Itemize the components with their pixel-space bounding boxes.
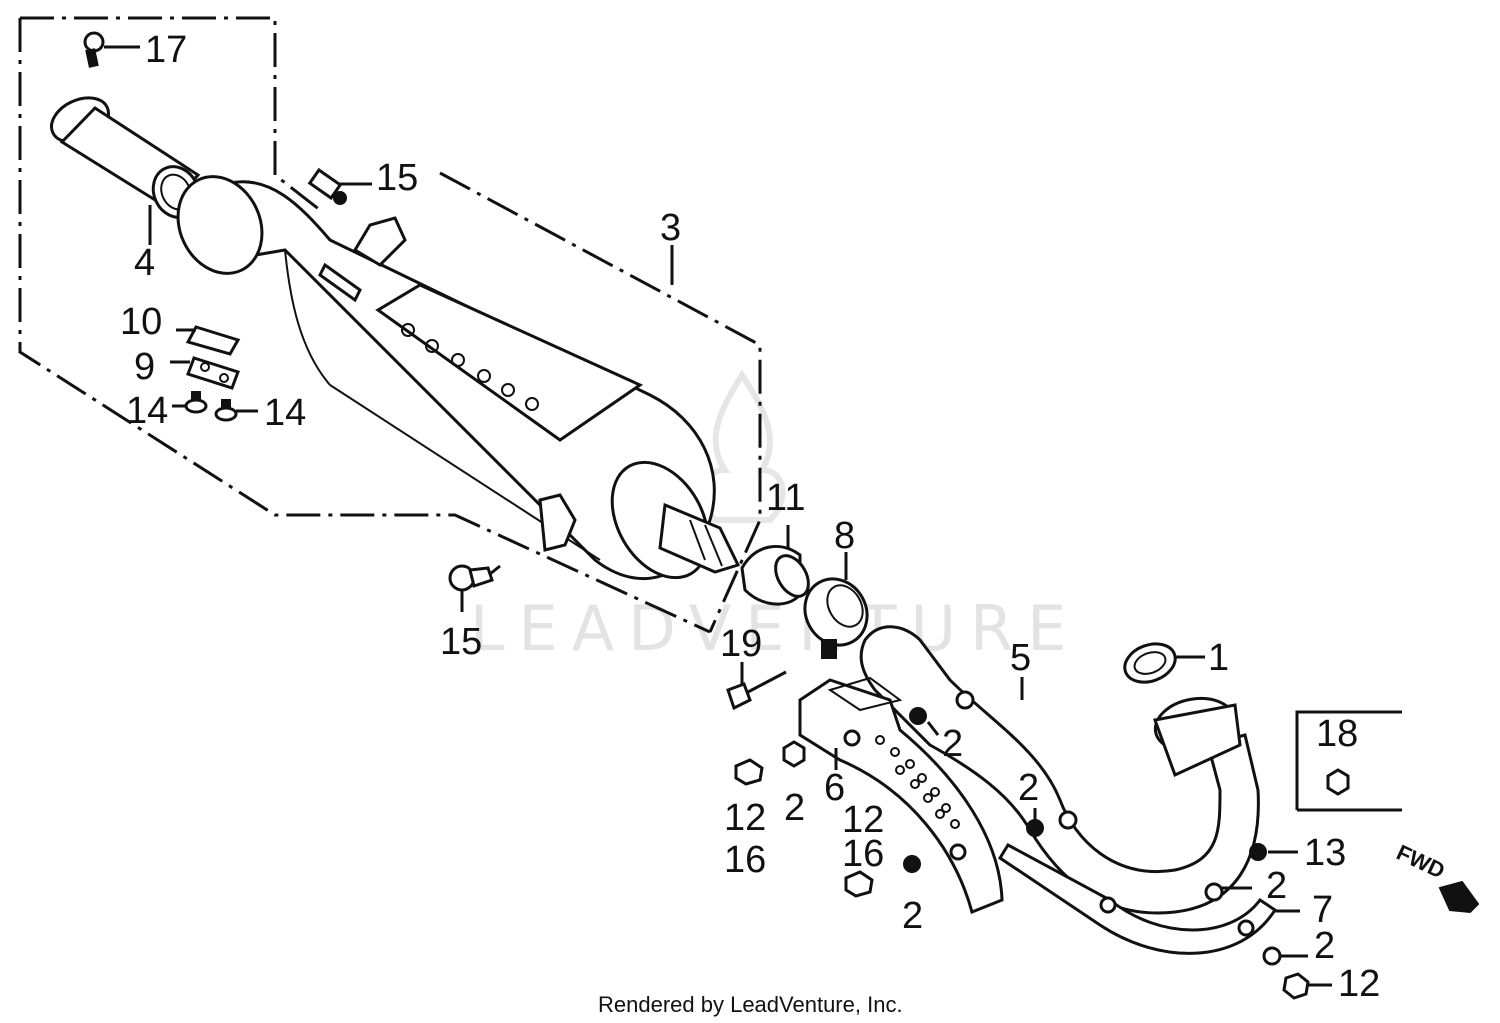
callout-12-a: 12 bbox=[724, 797, 766, 839]
plate-10 bbox=[176, 325, 241, 356]
heat-shield-6 bbox=[798, 676, 1004, 915]
callout-15-upper: 15 bbox=[376, 157, 418, 199]
callout-14-right: 14 bbox=[264, 392, 306, 434]
callout-16-b: 16 bbox=[842, 833, 884, 875]
callout-12-c: 12 bbox=[1338, 963, 1380, 1005]
callout-15-lower: 15 bbox=[440, 621, 482, 663]
callout-9: 9 bbox=[134, 346, 155, 388]
callout-19: 19 bbox=[720, 623, 762, 665]
callout-16-a: 16 bbox=[724, 839, 766, 881]
callout-12-b: 12 bbox=[842, 799, 884, 841]
callout-3: 3 bbox=[660, 207, 681, 249]
bolt-15-lower bbox=[448, 564, 501, 612]
callout-4: 4 bbox=[134, 242, 155, 284]
bolts-14 bbox=[172, 391, 258, 422]
callout-7: 7 bbox=[1312, 889, 1333, 931]
footer-credit: Rendered by LeadVenture, Inc. bbox=[598, 992, 903, 1017]
tailpipe-insert-4 bbox=[50, 96, 201, 245]
callout-13: 13 bbox=[1304, 832, 1346, 874]
fwd-arrow-icon: FWD bbox=[1393, 840, 1480, 914]
heat-shield-holes bbox=[401, 323, 539, 411]
gasket-9 bbox=[170, 356, 240, 390]
heat-shield-6-holes bbox=[875, 735, 960, 829]
bolt-19 bbox=[726, 662, 787, 711]
muffler-assembly-outline bbox=[18, 16, 762, 634]
callout-17: 17 bbox=[145, 29, 187, 71]
callout-2-d: 2 bbox=[902, 895, 923, 937]
fwd-label: FWD bbox=[1393, 840, 1449, 884]
callout-2-f: 2 bbox=[1314, 925, 1335, 967]
gasket-ring-1 bbox=[1123, 642, 1205, 684]
callout-2-e: 2 bbox=[1266, 865, 1287, 907]
screw-17 bbox=[83, 31, 140, 68]
watermark-flame-icon bbox=[699, 369, 786, 523]
callout-2-a: 2 bbox=[942, 723, 963, 765]
callout-14-left: 14 bbox=[126, 390, 168, 432]
callout-2-b: 2 bbox=[784, 787, 805, 829]
callout-labels: 17 15 3 4 10 9 14 14 11 8 15 19 5 1 18 2… bbox=[120, 29, 1380, 1005]
nut-box-18 bbox=[1295, 710, 1402, 812]
bolt-15-upper bbox=[307, 167, 372, 205]
callout-10: 10 bbox=[120, 301, 162, 343]
callout-2-c: 2 bbox=[1018, 767, 1039, 809]
callout-1: 1 bbox=[1208, 637, 1229, 679]
exhaust-pipe-5 bbox=[859, 625, 1260, 915]
callout-18: 18 bbox=[1316, 713, 1358, 755]
clamp-8 bbox=[803, 552, 869, 659]
bracket-7 bbox=[997, 843, 1300, 955]
callout-11: 11 bbox=[766, 477, 805, 519]
callout-6: 6 bbox=[824, 767, 845, 809]
sleeve-11 bbox=[740, 525, 810, 606]
callout-8: 8 bbox=[834, 515, 855, 557]
muffler-3 bbox=[176, 175, 741, 581]
fasteners bbox=[734, 707, 1332, 1000]
callout-5: 5 bbox=[1010, 637, 1031, 679]
